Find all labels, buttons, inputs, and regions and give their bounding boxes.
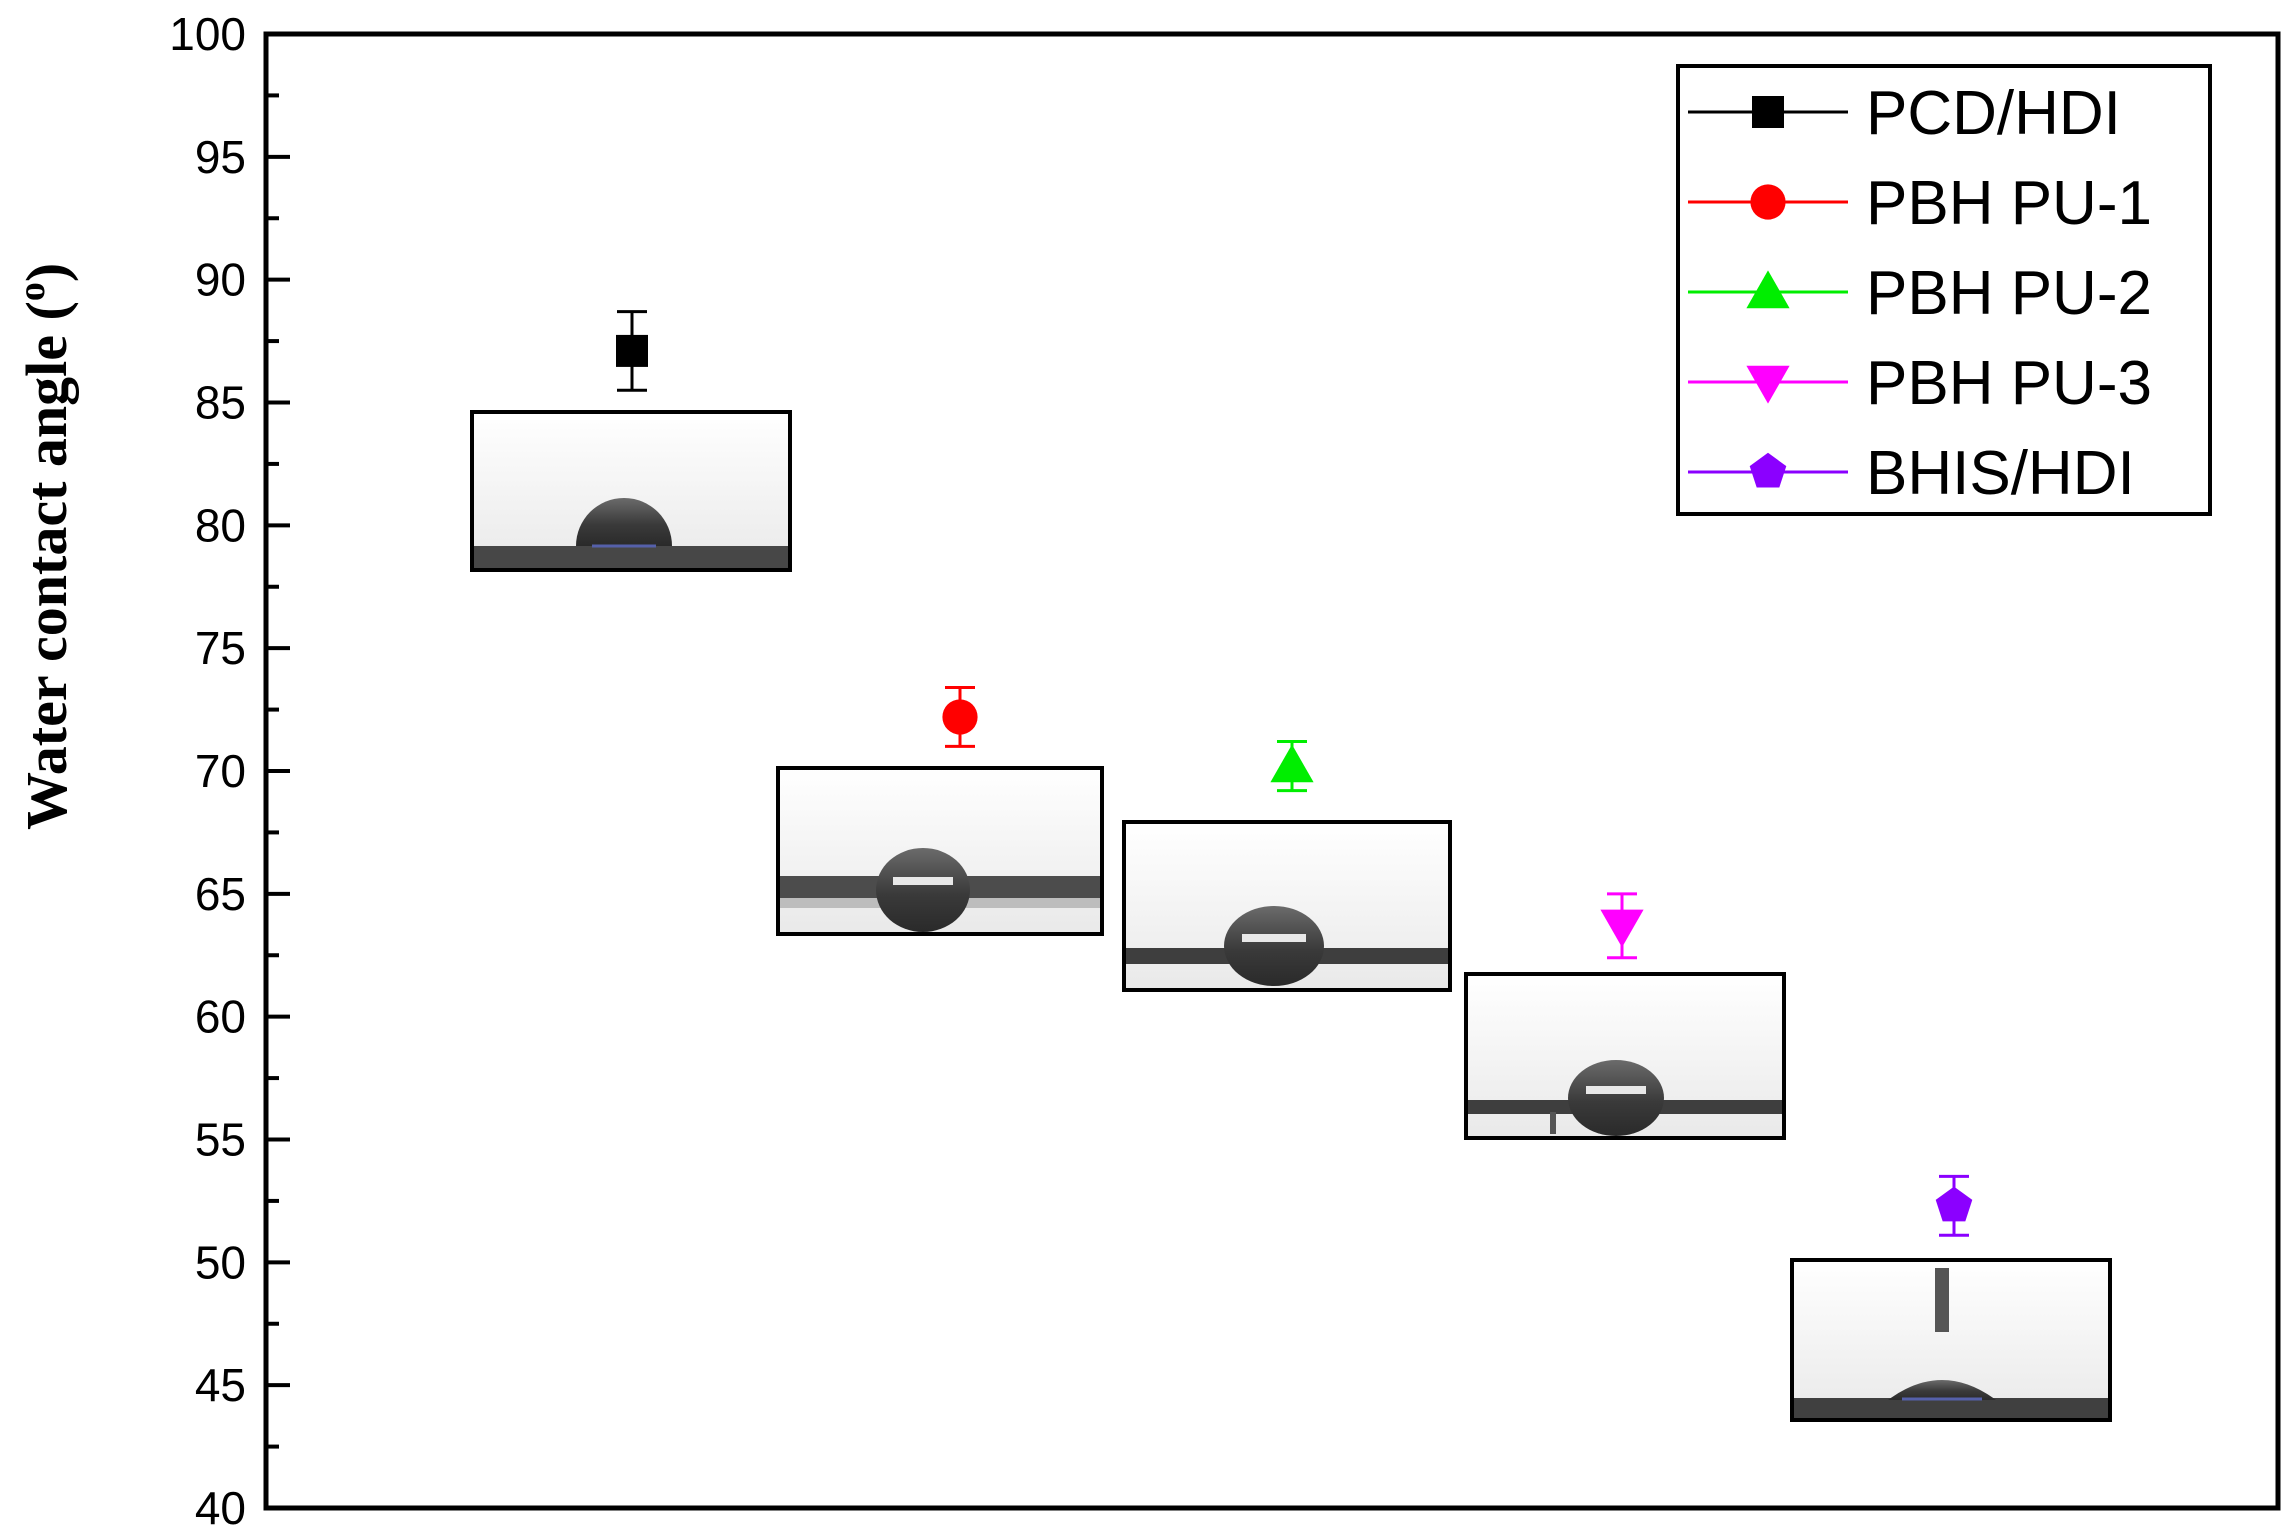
substrate-strip (474, 546, 788, 568)
droplet-inset-pcd-hdi (470, 410, 792, 572)
droplet-inset-bhis-hdi (1790, 1258, 2112, 1422)
needle-shadow (1550, 1112, 1556, 1134)
substrate-strip (1794, 1398, 2108, 1418)
data-marker (616, 334, 648, 367)
y-axis-title-text: Water contact angle ( (14, 301, 79, 830)
water-droplet (1224, 906, 1324, 986)
legend-label: PBH PU-3 (1866, 349, 2152, 418)
droplet-highlight (893, 877, 953, 885)
droplet-highlight (1586, 1086, 1646, 1094)
legend-label: PCD/HDI (1866, 79, 2121, 148)
y-tick-label: 45 (195, 1359, 246, 1411)
data-marker (1935, 1186, 1973, 1222)
legend-marker (1752, 96, 1784, 128)
droplet-inset-pbh-pu-2 (1122, 820, 1452, 992)
y-tick-label: 60 (195, 991, 246, 1043)
y-tick-label: 50 (195, 1236, 246, 1288)
data-point-pbh-pu-1 (942, 685, 978, 748)
legend-marker (1746, 270, 1790, 309)
data-marker (942, 699, 978, 735)
data-point-bhis-hdi (1935, 1174, 1973, 1237)
water-droplet (1888, 1380, 1996, 1400)
water-droplet (576, 498, 672, 546)
y-tick-label: 55 (195, 1114, 246, 1166)
legend-label: BHIS/HDI (1866, 439, 2135, 508)
data-point-pbh-pu-3 (1600, 892, 1644, 960)
legend-marker (1746, 365, 1790, 404)
legend-marker (1750, 184, 1786, 220)
water-droplet (876, 848, 970, 932)
y-tick-label: 90 (195, 254, 246, 306)
data-marker (1600, 909, 1644, 948)
data-point-pbh-pu-2 (1270, 740, 1314, 793)
droplet-highlight (1242, 934, 1306, 942)
y-axis-title-close: ) (14, 263, 79, 282)
water-droplet (1568, 1060, 1664, 1136)
y-tick-label: 75 (195, 622, 246, 674)
y-tick-label: 85 (195, 377, 246, 429)
droplet-inset-pbh-pu-1 (776, 766, 1104, 936)
y-tick-label: 70 (195, 745, 246, 797)
legend-entry: PBH PU-2 (1688, 259, 2152, 328)
y-axis-title: Water contact angle (o) (11, 263, 79, 830)
legend-entry: PBH PU-1 (1688, 169, 2152, 238)
y-tick-label: 95 (195, 131, 246, 183)
y-axis: 40 45 50 55 60 65 70 75 80 85 90 95 100 (169, 8, 290, 1534)
y-tick-label: 40 (195, 1482, 246, 1534)
dispensing-needle (1935, 1268, 1949, 1332)
y-tick-label: 80 (195, 499, 246, 551)
data-marker (1270, 744, 1314, 783)
legend-entry: PBH PU-3 (1688, 349, 2152, 418)
y-axis-title-degree: o (11, 282, 53, 301)
y-tick-label: 100 (169, 8, 246, 60)
y-tick-label: 65 (195, 868, 246, 920)
droplet-inset-pbh-pu-3 (1464, 972, 1786, 1140)
legend-label: PBH PU-1 (1866, 169, 2152, 238)
legend-marker (1749, 452, 1787, 488)
legend-label: PBH PU-2 (1866, 259, 2152, 328)
legend-entry: PCD/HDI (1688, 79, 2121, 148)
data-points (616, 310, 1973, 1237)
data-point-pcd-hdi (616, 310, 648, 392)
legend-entry: BHIS/HDI (1688, 439, 2135, 508)
